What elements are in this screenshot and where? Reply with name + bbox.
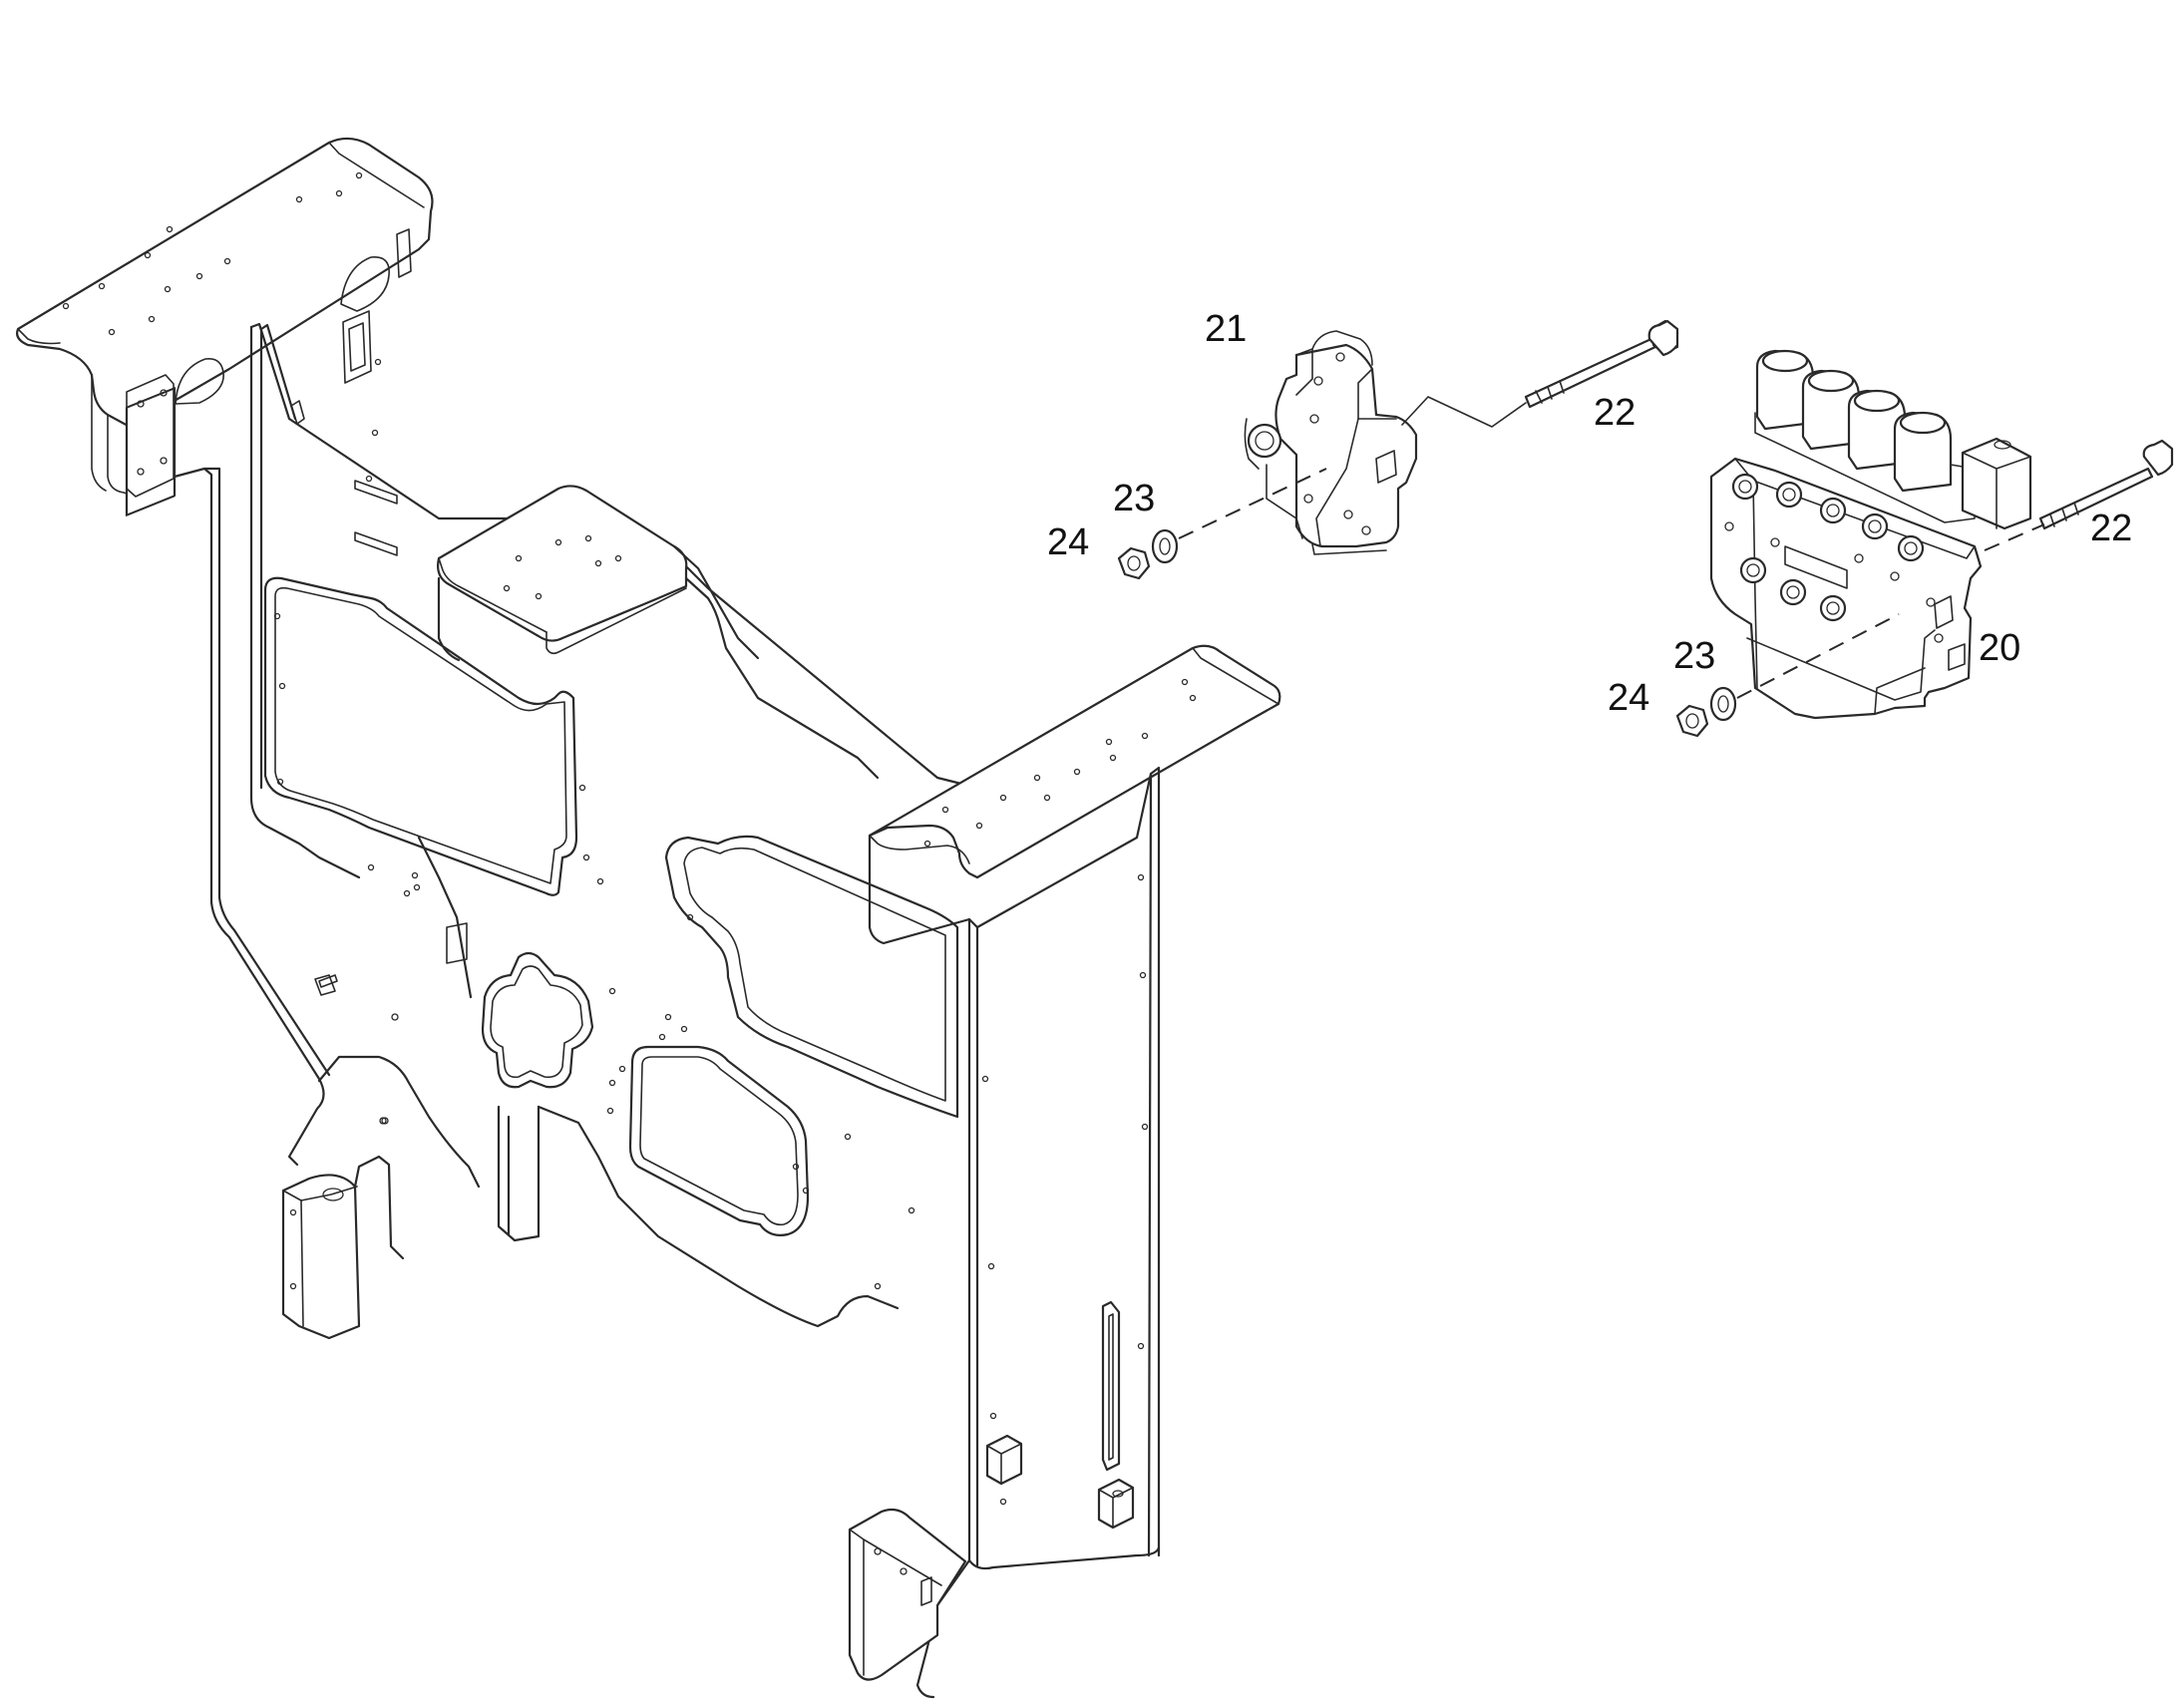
back-plate-holes	[273, 358, 694, 921]
nut-24-upper	[1117, 546, 1151, 580]
right-shelf-holes	[923, 678, 1197, 848]
frame-center-pad	[437, 485, 688, 655]
frame-left-column	[125, 228, 412, 1167]
frame-assembly	[16, 137, 1281, 1699]
bolt-22-upper	[1524, 319, 1679, 409]
frame-right-column	[848, 644, 1281, 1699]
callout-24-upper: 24	[1047, 521, 1089, 563]
frame-center-body	[314, 544, 959, 1328]
frame-back-plate	[249, 322, 979, 921]
callout-24-lower: 24	[1608, 677, 1649, 719]
washer-23-lower	[1709, 686, 1737, 722]
valve-bank-ports	[1724, 473, 1944, 643]
callout-23-lower: 23	[1673, 635, 1715, 677]
washer-23-upper	[1151, 528, 1179, 564]
solenoid-row	[1754, 349, 1976, 523]
callout-21: 21	[1205, 308, 1247, 350]
valve-bank-20	[1709, 349, 2032, 720]
callout-22-lower: 22	[2090, 508, 2132, 549]
frame-top-shelf	[16, 137, 434, 496]
callout-labels: 21 22 23 24 22 23 24 20	[1047, 308, 2132, 719]
callout-20: 20	[1979, 627, 2020, 669]
right-column-holes	[981, 873, 1149, 1506]
nut-24-lower	[1675, 704, 1709, 738]
frame-left-foot	[281, 1117, 405, 1340]
shelf-holes	[62, 171, 363, 336]
assembly-dashed-lines	[1178, 396, 2045, 699]
callout-23-upper: 23	[1113, 478, 1155, 519]
valve-section-21	[1244, 330, 1418, 555]
callout-22-upper: 22	[1594, 392, 1635, 434]
